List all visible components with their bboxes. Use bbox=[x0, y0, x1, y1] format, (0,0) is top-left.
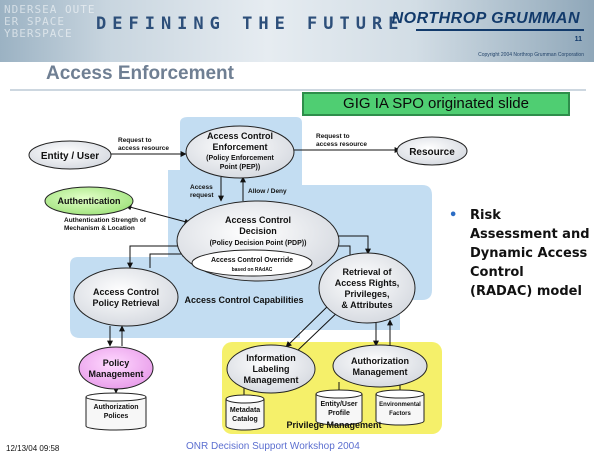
policy-mgmt-line-2: Management bbox=[88, 369, 143, 379]
edge-request-line-2: access resource bbox=[118, 145, 169, 152]
edge-access-request-line-1: Access bbox=[190, 184, 213, 191]
edge-request2-line-2: access resource bbox=[316, 141, 367, 148]
rights-retrieval-node bbox=[318, 252, 416, 324]
auth-policies-line-1: Authorization bbox=[93, 404, 138, 411]
banner-ghost-text: NDERSEA OUTE ER SPACE YBERSPACE bbox=[4, 3, 96, 40]
policy-retrieval-node bbox=[73, 267, 179, 327]
edge-rights-to-labeling bbox=[285, 301, 333, 348]
edge-authentication-pdp bbox=[125, 204, 191, 225]
edge-request-line-1: Request to bbox=[118, 137, 152, 144]
override-line-1: Access Control Override bbox=[211, 257, 293, 264]
radac-bullet: • Risk Assessment and Dynamic Access Con… bbox=[449, 206, 590, 301]
gig-origin-label: GIG IA SPO originated slide bbox=[302, 92, 570, 116]
info-labeling-line-2: Labeling bbox=[252, 364, 289, 374]
capabilities-label: Access Control Capabilities bbox=[184, 295, 303, 305]
policy-retrieval-line-2: Policy Retrieval bbox=[92, 298, 159, 308]
edge-allow-deny-label: Allow / Deny bbox=[248, 188, 287, 195]
entity-user-label: Entity / User bbox=[41, 151, 99, 162]
authentication-node bbox=[44, 186, 134, 216]
metadata-line-1: Metadata bbox=[230, 407, 260, 414]
header-banner: NDERSEA OUTE ER SPACE YBERSPACE DEFINING… bbox=[0, 0, 594, 62]
info-labeling-line-3: Management bbox=[243, 375, 298, 385]
edge-request2-line-1: Request to bbox=[316, 133, 350, 140]
policy-mgmt-line-1: Policy bbox=[103, 358, 130, 368]
auth-policies-line-2: Polices bbox=[104, 413, 129, 420]
metadata-line-2: Catalog bbox=[232, 416, 258, 423]
pep-node bbox=[185, 125, 295, 179]
edge-policy-retrieval-to-pdp bbox=[149, 251, 189, 268]
env-factors-line-1: Environmental bbox=[379, 402, 421, 408]
bullet-dot: • bbox=[449, 208, 458, 223]
edge-labeling-to-rights bbox=[295, 307, 343, 353]
entity-profile-line-2: Profile bbox=[328, 410, 350, 417]
workshop-footer: ONR Decision Support Workshop 2004 bbox=[186, 441, 360, 452]
title-divider bbox=[10, 89, 586, 91]
policy-retrieval-line-1: Access Control bbox=[93, 287, 159, 297]
pep-line-4: Point (PEP)) bbox=[220, 164, 260, 171]
override-line-2: based on RAdAC bbox=[232, 267, 273, 273]
banner-tagline: DEFINING THE FUTURE bbox=[96, 14, 405, 34]
info-labeling-node bbox=[226, 344, 316, 394]
banner-background bbox=[0, 0, 594, 62]
rights-line-2: Access Rights, bbox=[335, 278, 400, 288]
authorization-management-node bbox=[332, 344, 428, 388]
edge-auth-strength-line-1: Authentication Strength of bbox=[64, 217, 147, 224]
company-logo: NORTHROP GRUMMAN bbox=[391, 10, 580, 27]
privilege-mgmt-label: Privilege Management bbox=[286, 420, 381, 430]
page-number: 11 bbox=[574, 36, 582, 43]
pdp-line-2: Decision bbox=[239, 226, 277, 236]
metadata-catalog-cylinder bbox=[225, 394, 265, 431]
logo-underline bbox=[416, 29, 584, 31]
resource-node bbox=[396, 136, 468, 166]
override-node bbox=[191, 249, 313, 277]
connectors bbox=[100, 147, 401, 396]
info-labeling-line-1: Information bbox=[246, 353, 296, 363]
rights-line-1: Retrieval of bbox=[342, 267, 392, 277]
pdp-line-1: Access Control bbox=[225, 215, 291, 225]
authentication-label: Authentication bbox=[58, 196, 121, 206]
bullet-text: Risk Assessment and Dynamic Access Contr… bbox=[470, 208, 590, 299]
edge-pdp-to-policy-retrieval bbox=[127, 245, 192, 269]
environmental-factors-cylinder bbox=[375, 389, 425, 426]
slide-title: Access Enforcement bbox=[46, 63, 234, 84]
entity-profile-line-1: Entity/User bbox=[321, 401, 358, 408]
entity-user-node bbox=[28, 140, 112, 170]
env-factors-line-2: Factors bbox=[389, 411, 411, 417]
pep-line-2: Enforcement bbox=[212, 142, 267, 152]
authorization-policies-cylinder bbox=[85, 392, 147, 431]
pdp-line-3: (Policy Decision Point (PDP)) bbox=[210, 240, 307, 247]
edge-pdp-to-rights bbox=[326, 235, 371, 255]
copyright-notice: Copyright 2004 Northrop Grumman Corporat… bbox=[478, 52, 584, 58]
edge-access-request-line-2: request bbox=[190, 192, 214, 199]
policy-management-node bbox=[78, 346, 154, 390]
timestamp-footer: 12/13/04 09:58 bbox=[6, 444, 60, 453]
entity-profile-cylinder bbox=[315, 389, 363, 426]
resource-label: Resource bbox=[409, 147, 455, 158]
authorization-mgmt-line-2: Management bbox=[352, 367, 407, 377]
rights-line-4: & Attributes bbox=[341, 300, 392, 310]
authorization-mgmt-line-1: Authorization bbox=[351, 356, 409, 366]
rights-line-3: Privileges, bbox=[344, 289, 389, 299]
edge-auth-strength-line-2: Mechanism & Location bbox=[64, 225, 135, 232]
pep-line-3: (Policy Enforcement bbox=[206, 155, 274, 162]
pep-line-1: Access Control bbox=[207, 131, 273, 141]
